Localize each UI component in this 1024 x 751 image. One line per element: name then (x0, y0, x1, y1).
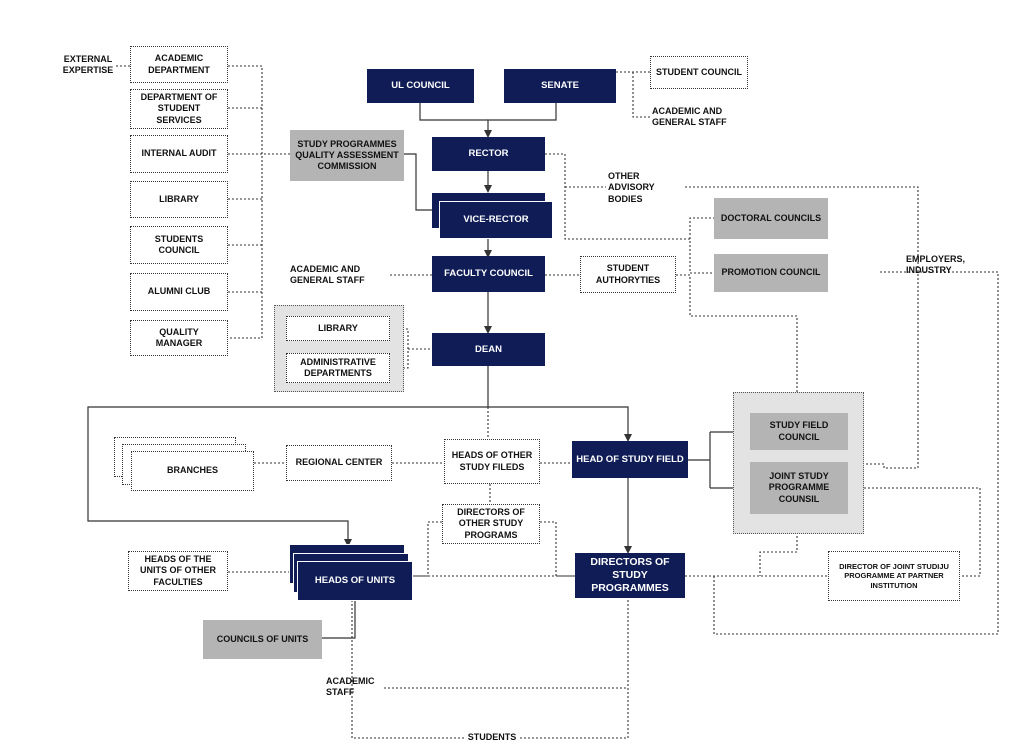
directors-study-programmes-label: DIRECTORS OF STUDY PROGRAMMES (590, 555, 670, 595)
academic-general-staff-mid-text: ACADEMIC AND GENERAL STAFF (286, 262, 390, 288)
academic-department-box: ACADEMIC DEPARTMENT (130, 46, 228, 83)
directors-other-study-programs-box: DIRECTORS OF OTHER STUDY PROGRAMS (442, 504, 540, 544)
library-faculty-box: LIBRARY (286, 316, 390, 341)
library-left-label: LIBRARY (159, 193, 199, 204)
line-ulcouncil-rector (419, 103, 488, 121)
vice-rector-label: VICE-RECTOR (463, 214, 529, 226)
promotion-council-label: PROMOTION COUNCIL (721, 267, 821, 278)
external-expertise-label: EXTERNAL EXPERTISE (62, 53, 114, 75)
heads-units-other-faculties-label: HEADS OF THE UNITS OF OTHER FACULTIES (140, 554, 216, 587)
rector-label: RECTOR (468, 148, 509, 160)
regional-center-box: REGIONAL CENTER (286, 445, 392, 481)
department-student-services-label: DEPARTMENT OF STUDENT SERVICES (140, 92, 218, 125)
line-heads-councils (322, 600, 356, 639)
heads-of-units-box: HEADS OF UNITS (297, 561, 413, 601)
rector-box: RECTOR (432, 137, 545, 171)
ul-council-box: UL COUNCIL (367, 69, 474, 103)
administrative-departments-label: ADMINISTRATIVE DEPARTMENTS (300, 356, 376, 378)
students-council-left-box: STUDENTS COUNCIL (130, 226, 228, 264)
academic-staff-text: ACADEMIC STAFF (322, 674, 384, 700)
director-joint-programme-label: DIRECTOR OF JOINT STUDIJU PROGRAMME AT P… (839, 561, 949, 590)
academic-general-staff-top-text: ACADEMIC AND GENERAL STAFF (648, 103, 738, 131)
dean-box: DEAN (432, 333, 545, 366)
line-headfield-councils (688, 431, 750, 489)
ul-council-label: UL COUNCIL (391, 80, 450, 92)
library-left-box: LIBRARY (130, 181, 228, 218)
study-programmes-qac-label: STUDY PROGRAMMES QUALITY ASSESSMENT COMM… (295, 138, 399, 172)
doctoral-councils-label: DOCTORAL COUNCILS (720, 212, 822, 223)
academic-staff-label: ACADEMIC STAFF (326, 675, 375, 697)
head-of-study-field-label: HEAD OF STUDY FIELD (576, 453, 684, 465)
student-authoryties-label: STUDENT AUTHORYTIES (595, 263, 661, 285)
study-field-council-label: STUDY FIELD COUNCIL (769, 420, 829, 442)
vice-rector-box: VICE-RECTOR (439, 201, 553, 239)
directors-study-programmes-box: DIRECTORS OF STUDY PROGRAMMES (575, 553, 685, 598)
administrative-departments-box: ADMINISTRATIVE DEPARTMENTS (286, 353, 390, 383)
line-senate-rector (484, 103, 557, 138)
student-council-top-box: STUDENT COUNCIL (650, 56, 748, 89)
regional-center-label: REGIONAL CENTER (295, 457, 383, 468)
councils-of-units-label: COUNCILS OF UNITS (216, 633, 309, 644)
faculty-council-label: FACULTY COUNCIL (444, 268, 533, 280)
councils-of-units-box: COUNCILS OF UNITS (203, 620, 322, 659)
study-programmes-qac-box: STUDY PROGRAMMES QUALITY ASSESSMENT COMM… (290, 130, 404, 181)
heads-other-study-fileds-label: HEADS OF OTHER STUDY FILEDS (451, 450, 533, 472)
student-authoryties-box: STUDENT AUTHORYTIES (580, 256, 676, 293)
alumni-club-label: ALUMNI CLUB (147, 286, 211, 297)
other-advisory-bodies-label: OTHER ADVISORY BODIES (608, 171, 655, 204)
student-council-top-label: STUDENT COUNCIL (656, 66, 742, 77)
doctoral-councils-box: DOCTORAL COUNCILS (714, 198, 828, 239)
heads-of-units-label: HEADS OF UNITS (314, 575, 396, 587)
external-expertise-text: EXTERNAL EXPERTISE (56, 52, 120, 78)
senate-label: SENATE (541, 80, 579, 92)
students-label: STUDENTS (467, 732, 517, 743)
director-joint-programme-box: DIRECTOR OF JOINT STUDIJU PROGRAMME AT P… (828, 551, 960, 601)
academic-general-staff-top-label: ACADEMIC AND GENERAL STAFF (652, 105, 727, 127)
joint-study-programme-counsil-label: JOINT STUDY PROGRAMME COUNSIL (768, 471, 830, 504)
promotion-council-box: PROMOTION COUNCIL (714, 254, 828, 292)
branches-label: BRANCHES (166, 465, 218, 476)
heads-other-study-fileds-box: HEADS OF OTHER STUDY FILEDS (444, 439, 540, 484)
heads-units-other-faculties-box: HEADS OF THE UNITS OF OTHER FACULTIES (128, 551, 228, 591)
employers-industry-text: EMPLOYERS, INDUSTRY (902, 252, 982, 278)
academic-general-staff-mid-label: ACADEMIC AND GENERAL STAFF (290, 263, 365, 285)
study-field-council-box: STUDY FIELD COUNCIL (750, 413, 848, 450)
department-student-services-box: DEPARTMENT OF STUDENT SERVICES (130, 89, 228, 129)
quality-manager-label: QUALITY MANAGER (155, 326, 203, 348)
line-right-branch (488, 406, 632, 442)
alumni-club-box: ALUMNI CLUB (130, 273, 228, 311)
academic-department-label: ACADEMIC DEPARTMENT (148, 53, 210, 75)
line-rector-vicerector-side (404, 153, 440, 211)
faculty-council-box: FACULTY COUNCIL (432, 256, 545, 292)
library-faculty-label: LIBRARY (318, 322, 358, 333)
other-advisory-bodies-text: OTHER ADVISORY BODIES (604, 170, 664, 206)
employers-industry-label: EMPLOYERS, INDUSTRY (906, 253, 966, 275)
joint-study-programme-counsil-box: JOINT STUDY PROGRAMME COUNSIL (750, 462, 848, 514)
branches-box: BRANCHES (131, 451, 254, 491)
line-left-branch (87, 406, 488, 547)
internal-audit-label: INTERNAL AUDIT (141, 148, 217, 159)
dean-label: DEAN (475, 343, 502, 355)
directors-other-study-programs-label: DIRECTORS OF OTHER STUDY PROGRAMS (457, 507, 525, 540)
senate-box: SENATE (504, 69, 616, 103)
students-text: STUDENTS (462, 730, 522, 746)
students-council-left-label: STUDENTS COUNCIL (154, 233, 204, 255)
quality-manager-box: QUALITY MANAGER (130, 320, 228, 356)
internal-audit-box: INTERNAL AUDIT (130, 135, 228, 173)
head-of-study-field-box: HEAD OF STUDY FIELD (572, 441, 688, 478)
